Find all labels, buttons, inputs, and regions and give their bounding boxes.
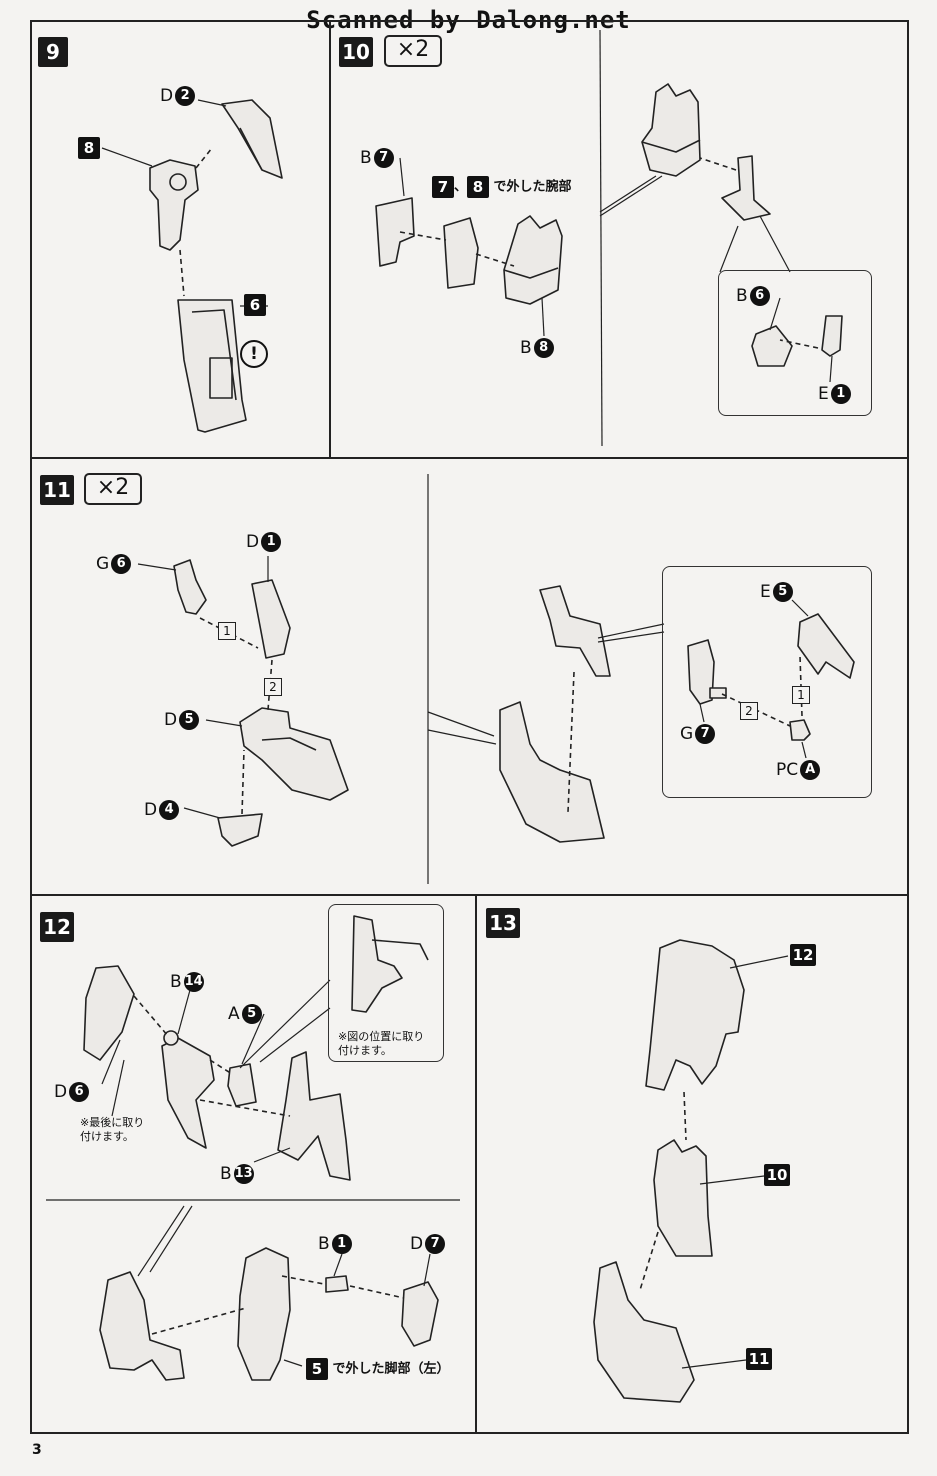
stand-piece: [721, 155, 771, 221]
part-e5: [797, 613, 855, 679]
part-pca: [789, 719, 811, 741]
part-g7: [687, 639, 715, 705]
order-2: 2: [264, 676, 282, 696]
part-e1: [821, 315, 843, 357]
step-12-badge: 12: [40, 912, 74, 942]
part-b1-pin: [325, 1275, 349, 1293]
part-d7: [401, 1281, 439, 1347]
detail-callout-b6-e1: [718, 270, 872, 416]
sub-11: [593, 1261, 695, 1403]
label-5-leg: 5 で外した脚部（左）: [306, 1358, 450, 1380]
arm-assembly-8: [149, 159, 199, 251]
label-12: 12: [790, 944, 816, 966]
leg-assembled: [99, 1271, 185, 1381]
part-b7: [375, 197, 415, 267]
sub-12: [645, 939, 745, 1091]
detail-callout-position: [328, 904, 444, 1062]
part-d2: [221, 99, 283, 179]
note-position: ※図の位置に取り 付けます。: [338, 1030, 425, 1057]
page-number: 3: [32, 1442, 42, 1458]
subassembly-10: [641, 83, 701, 177]
label-part-6: 6: [244, 294, 266, 316]
detail-callout-e5-g7: [662, 566, 872, 798]
label-part-8: 8: [78, 137, 100, 159]
step-11-multiplier: ×2: [84, 473, 142, 505]
part-d5: [239, 707, 349, 801]
part-g6: [173, 559, 207, 615]
step-13-panel: [475, 894, 909, 1434]
step-13-badge: 13: [486, 908, 520, 938]
foot-assembly: [499, 701, 605, 843]
leg-main-left: [237, 1247, 291, 1381]
part-b13: [277, 1051, 351, 1181]
part-d4: [217, 813, 263, 847]
inset-leg-view: [351, 915, 403, 1013]
part-a5: [227, 1063, 257, 1107]
step-10-multiplier: ×2: [384, 35, 442, 67]
part-b6: [751, 325, 793, 367]
part-d6: [83, 965, 135, 1061]
note-attach-last: ※最後に取り 付けます。: [80, 1116, 145, 1143]
step-11-badge: 11: [40, 475, 74, 505]
inner-order-2: 2: [740, 700, 758, 720]
caution-icon: !: [240, 340, 268, 368]
foot-sub-top: [539, 585, 611, 677]
sub-10: [653, 1139, 713, 1257]
label-10: 10: [764, 1164, 790, 1186]
part-b14: [161, 1037, 215, 1149]
inner-order-1: 1: [792, 684, 810, 704]
order-1: 1: [218, 620, 236, 640]
part-d1: [251, 579, 291, 659]
step-10-badge: 10: [339, 37, 373, 67]
part-7-8-arm: [443, 217, 479, 289]
step-9-badge: 9: [38, 37, 68, 67]
label-7-8-arm: 7、8 で外した腕部: [432, 176, 572, 198]
label-11: 11: [746, 1348, 772, 1370]
part-b8: [503, 215, 563, 305]
